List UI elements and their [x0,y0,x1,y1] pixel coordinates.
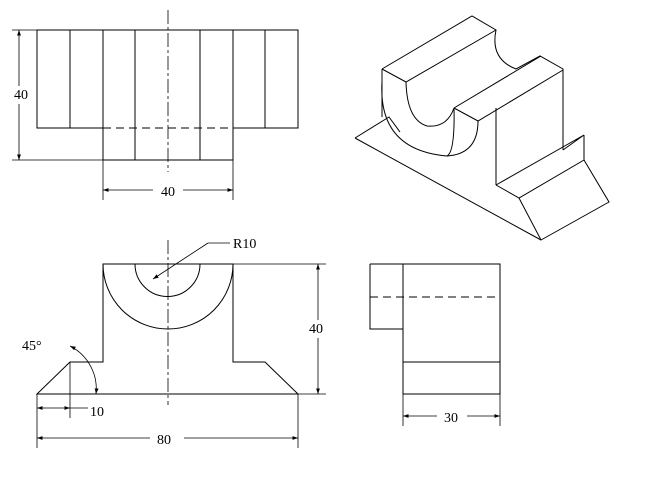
dim-angle: 45° [22,339,42,354]
dim-side-width: 30 [444,411,458,426]
dim-top-view-height: 40 [14,88,28,103]
dim-top-view-width: 40 [161,185,175,200]
dim-radius: R10 [233,237,256,252]
isometric-view [354,15,610,241]
front-view: R10 45° 40 10 80 [22,237,332,448]
dim-front-height: 40 [309,322,323,337]
top-view: 40 40 [8,10,299,200]
dim-base-width: 80 [157,433,171,448]
dim-base-offset: 10 [90,405,104,420]
side-view: 30 [369,263,501,426]
